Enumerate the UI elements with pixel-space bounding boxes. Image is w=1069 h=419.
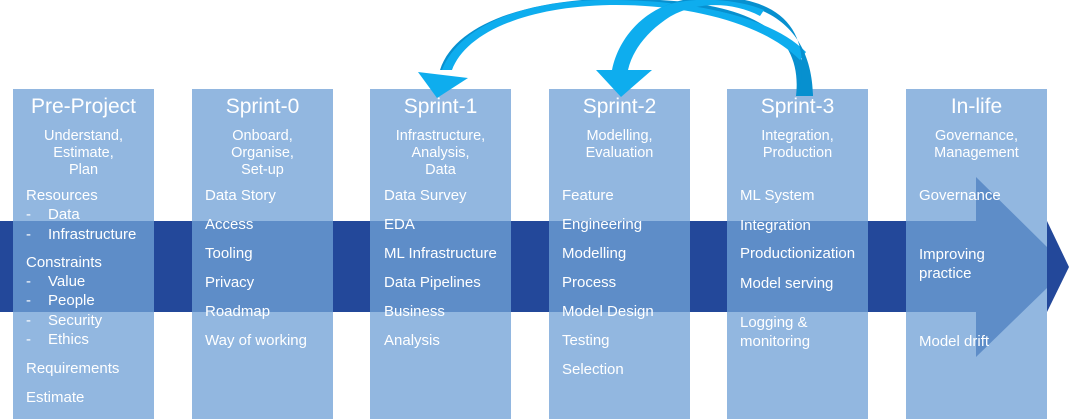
band-overlay-sprint-2 — [549, 221, 690, 312]
band-overlay-sprint-0 — [192, 221, 333, 312]
list-item: Feature — [562, 187, 614, 204]
column-subtitle: Governance, Management — [934, 128, 1019, 161]
column-title: Sprint-1 — [403, 95, 478, 118]
feedback-arrowhead-sprint2 — [596, 70, 652, 97]
list-item: Constraints — [26, 254, 102, 271]
column-subtitle: Infrastructure, Analysis, Data — [395, 128, 486, 178]
list-item: Integration — [740, 217, 811, 234]
column-subtitle: Understand, Estimate, Plan — [44, 128, 123, 178]
list-item: Testing — [562, 332, 610, 349]
list-item: EDA — [384, 216, 415, 233]
list-subitem: -Ethics — [26, 331, 89, 348]
list-subitem: -Value — [26, 273, 86, 290]
list-item: Logging & monitoring — [740, 314, 811, 350]
list-item: Data Story — [205, 187, 276, 204]
list-item: Model drift — [919, 333, 990, 350]
list-item: Roadmap — [205, 303, 271, 320]
column-subtitle: Onboard, Organise, Set-up — [231, 128, 294, 178]
list-item: Modelling — [562, 245, 627, 262]
list-item: Governance — [919, 187, 1001, 204]
list-item: Requirements — [26, 360, 120, 377]
list-subitem: -Data — [26, 206, 80, 223]
timeline-arrowhead — [906, 177, 1047, 357]
band-overlay-sprint-1 — [370, 221, 511, 312]
list-item: Privacy — [205, 274, 255, 291]
list-item: Improving practice — [919, 246, 985, 282]
column-title: Pre-Project — [30, 95, 137, 118]
feedback-arrowhead-sprint1 — [418, 72, 468, 98]
list-item: Tooling — [205, 245, 253, 262]
band-overlay-sprint-3 — [727, 221, 868, 312]
list-item: Access — [205, 216, 254, 233]
list-item: Process — [562, 274, 617, 291]
column-subtitle: Modelling, Evaluation — [585, 128, 654, 161]
list-item: Business — [384, 303, 445, 320]
list-item: Way of working — [205, 332, 307, 349]
list-item: Estimate — [26, 389, 85, 406]
column-subtitle: Integration, Production — [761, 128, 834, 161]
list-subitem: -People — [26, 292, 95, 309]
band-overlay-pre-project — [13, 221, 154, 312]
column-title: Sprint-2 — [582, 95, 657, 118]
list-subitem: -Infrastructure — [26, 226, 137, 243]
list-item: Model Design — [562, 303, 654, 320]
list-item: Resources — [26, 187, 98, 204]
timeline-arrowhead-outer — [1047, 221, 1069, 312]
list-item: ML System — [740, 187, 815, 204]
column-title: Sprint-3 — [760, 95, 835, 118]
feedback-arrow-sprint3-to-sprint2-shaft — [612, 0, 764, 70]
list-item: Data Survey — [384, 187, 467, 204]
list-item: Model serving — [740, 275, 834, 292]
list-item: Productionization — [740, 245, 856, 262]
list-item: Engineering — [562, 216, 643, 233]
column-title: In-life — [950, 95, 1003, 118]
list-item: ML Infrastructure — [384, 245, 497, 262]
list-item: Data Pipelines — [384, 274, 481, 291]
list-subitem: -Security — [26, 312, 103, 329]
column-title: Sprint-0 — [225, 95, 300, 118]
list-item: Analysis — [384, 332, 440, 349]
list-item: Selection — [562, 361, 624, 378]
